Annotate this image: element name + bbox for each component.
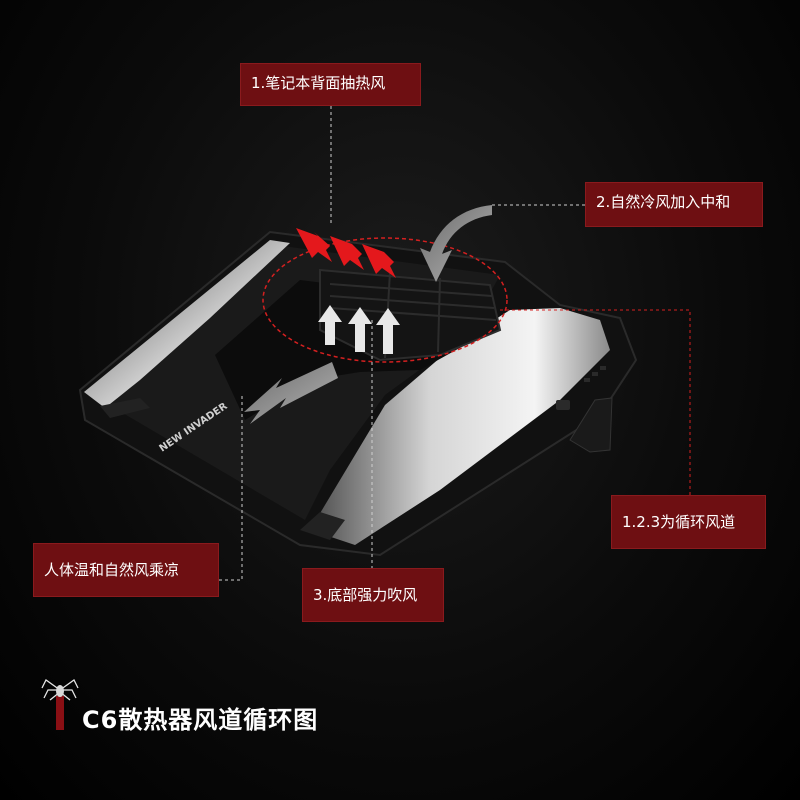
callout-cool-air: 2.自然冷风加入中和 bbox=[585, 182, 763, 227]
leader-lines bbox=[219, 106, 691, 581]
folding-leg bbox=[569, 397, 613, 453]
spider-logo-icon bbox=[41, 679, 79, 730]
up-air-arrow-icon bbox=[318, 305, 400, 354]
side-ports bbox=[556, 366, 606, 410]
diagram-caption: C6散热器风道循环图 bbox=[82, 706, 319, 734]
highlight-ring bbox=[262, 237, 508, 363]
grey-air-arrow-icon bbox=[244, 362, 338, 424]
red-heat-arrow-icon bbox=[296, 228, 396, 278]
callout-body-temp: 人体温和自然风乘凉 bbox=[33, 543, 219, 597]
callout-bottom-blow: 3.底部强力吹风 bbox=[302, 568, 444, 622]
right-steel-panel bbox=[310, 308, 610, 545]
laptop-cooler: NEW INVADER bbox=[78, 230, 638, 557]
callout-exhaust: 1.笔记本背面抽热风 bbox=[240, 63, 421, 106]
left-steel-panel bbox=[84, 240, 290, 408]
callout-cycle: 1.2.3为循环风道 bbox=[611, 495, 766, 549]
grey-air-arrow-icon bbox=[420, 205, 492, 282]
